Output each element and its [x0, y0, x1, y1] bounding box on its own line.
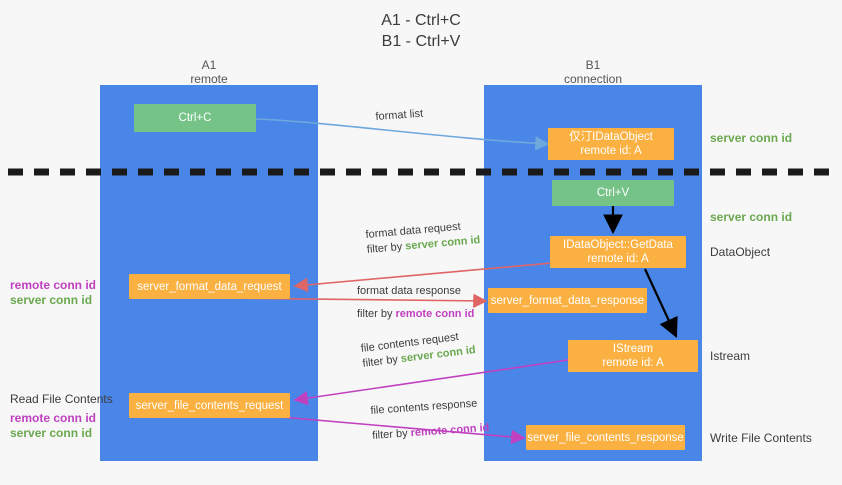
box-istream[interactable]: IStream remote id: A	[568, 340, 698, 372]
box-server-file-contents-response-label: server_file_contents_response	[527, 431, 684, 444]
label-remote-conn-id-1: remote conn id	[10, 278, 97, 292]
box-server-file-contents-response[interactable]: server_file_contents_response	[526, 425, 685, 450]
lane-header-b1: B1 connection	[563, 58, 623, 86]
label-remote-conn-id-2: remote conn id	[10, 411, 97, 425]
page-title: A1 - Ctrl+C B1 - Ctrl+V	[381, 12, 461, 50]
box-idataobject-getdata[interactable]: IDataObject::GetData remote id: A	[550, 236, 686, 268]
box-ctrl-v[interactable]: Ctrl+V	[552, 180, 674, 206]
lane-header-a1: A1 remote	[190, 58, 228, 86]
box-ctrl-c[interactable]: Ctrl+C	[134, 104, 256, 132]
label-write-file-contents: Write File Contents	[710, 431, 812, 445]
box-idataobject-remote-line1: 仅汀IDataObject	[569, 131, 653, 143]
filter-prefix-2: filter by	[357, 308, 396, 320]
box-server-format-data-response[interactable]: server_format_data_response	[488, 288, 647, 313]
edge-label-format-list: format list	[375, 107, 424, 123]
box-idataobject-getdata-line2: remote id: A	[587, 253, 649, 265]
box-ctrl-v-label: Ctrl+V	[596, 187, 630, 199]
box-istream-line2: remote id: A	[602, 357, 664, 369]
edge-label-format-data-response-filter: filter by remote conn id	[357, 307, 474, 322]
label-group-left-conn-ids-1: remote conn id server conn id	[10, 278, 96, 308]
box-istream-line1: IStream	[612, 343, 654, 355]
label-read-file-contents: Read File Contents	[10, 392, 113, 406]
box-server-format-data-request[interactable]: server_format_data_request	[129, 274, 290, 299]
box-idataobject-remote[interactable]: 仅汀IDataObject remote id: A	[548, 128, 674, 160]
box-idataobject-getdata-line1: IDataObject::GetData	[563, 239, 673, 251]
filter-prefix-4: filter by	[371, 427, 412, 442]
label-server-conn-id-left-1: server conn id	[10, 293, 93, 307]
box-server-file-contents-request[interactable]: server_file_contents_request	[129, 393, 290, 418]
box-ctrl-c-label: Ctrl+C	[178, 112, 212, 124]
box-server-format-data-request-label: server_format_data_request	[137, 280, 282, 293]
edge-label-group-format-data-request: format data request filter by server con…	[365, 218, 481, 258]
label-server-conn-id-1: server conn id	[710, 131, 793, 145]
label-server-conn-id-left-2: server conn id	[10, 426, 93, 440]
edge-label-group-file-contents-request: file contents request filter by server c…	[360, 328, 477, 372]
filter-value-4: remote conn id	[410, 421, 490, 440]
box-server-format-data-response-label: server_format_data_response	[490, 294, 645, 307]
edge-label-group-file-contents-response: file contents response filter by remote …	[370, 396, 490, 444]
edge-label-format-data-response: format data response	[357, 285, 461, 297]
filter-prefix-3: filter by	[361, 353, 402, 370]
box-idataobject-remote-line2: remote id: A	[580, 145, 642, 157]
edge-label-file-contents-response: file contents response	[370, 397, 478, 417]
edge-label-group-format-data-response: format data response filter by remote co…	[357, 284, 474, 322]
label-group-left-conn-ids-2: remote conn id server conn id	[10, 411, 96, 441]
filter-value-2: remote conn id	[395, 308, 475, 320]
label-server-conn-id-2: server conn id	[710, 210, 793, 224]
filter-prefix-1: filter by	[366, 240, 406, 256]
edge-label-file-contents-response-filter: filter by remote conn id	[372, 421, 490, 444]
box-server-file-contents-request-label: server_file_contents_request	[135, 399, 284, 412]
label-istream: Istream	[710, 349, 751, 363]
label-dataobject: DataObject	[710, 245, 771, 259]
